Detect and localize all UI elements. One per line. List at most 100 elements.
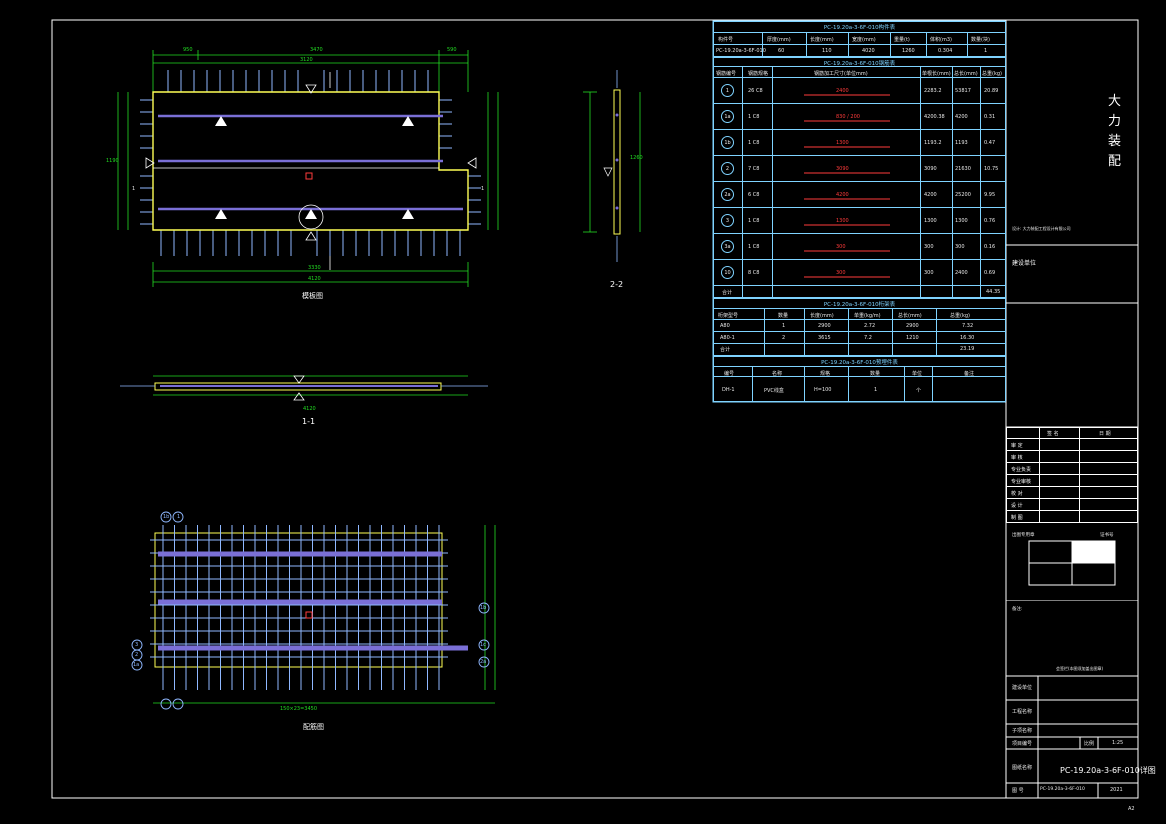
rebar-shape-dim: 830 / 200: [836, 114, 860, 120]
rebar-total-length: 21630: [955, 166, 971, 172]
rebar-number-circle: 10: [721, 266, 734, 279]
section-mark-1-right: 1: [481, 186, 485, 192]
t3-h5: 总重(kg): [950, 313, 970, 319]
truss-table: PC-19.20a-3-6F-010桁架表 桁架型号 数量 长度(mm) 单重(…: [713, 298, 1006, 356]
signature-role: 专业负责: [1011, 467, 1032, 473]
rebar-length: 1193.2: [924, 140, 942, 146]
t3-r1c4: 1210: [906, 335, 919, 341]
t3-h4: 总长(mm): [898, 313, 922, 319]
t3-h1: 数量: [778, 313, 789, 319]
rebar-number-circle: 1b: [721, 136, 734, 149]
rebar-table-title: PC-19.20a-3-6F-010钢筋表: [823, 61, 896, 67]
t2-h1: 钢筋规格: [748, 71, 769, 77]
t2-h2: 钢筋加工尺寸(单位mm): [814, 71, 868, 77]
rebar-total-length: 53817: [955, 88, 971, 94]
t1-h0: 构件号: [718, 37, 734, 43]
rebar-row: 1 26 C8 2400 2283.2 53817 20.89: [714, 78, 1005, 104]
dim-overall-bottom: 3330: [308, 265, 321, 271]
section-1-1: [120, 375, 488, 401]
signature-row: 专业审核: [1007, 474, 1137, 486]
rebar-spec: 1 C8: [748, 218, 760, 224]
rebar-weight: 0.76: [984, 218, 996, 224]
rebar-tag-right-2a: 2a: [480, 659, 487, 665]
rebar-length: 3090: [924, 166, 937, 172]
t1-c6: 1: [984, 48, 988, 54]
stamp-code: 证书号: [1100, 533, 1114, 538]
t4-c0: DH-1: [722, 387, 735, 393]
t1-c1: 60: [778, 48, 785, 54]
t1-c0: PC-19.20a-3-6F-010: [716, 48, 766, 54]
embedded-parts-table: PC-19.20a-3-6F-010预埋件表 编号 名称 规格 数量 单位 备注…: [713, 356, 1006, 402]
t3-r0c3: 2.72: [864, 323, 876, 329]
dim-bottom: 4120: [308, 276, 321, 282]
rebar-length: 2283.2: [924, 88, 942, 94]
rebar-tag-right-1c: 1c: [480, 642, 486, 648]
section-mark-1-left: 1: [132, 186, 136, 192]
signature-row: 设 计: [1007, 498, 1137, 510]
rebar-total-length: 4200: [955, 114, 968, 120]
rebar-tag-1: 1: [177, 514, 181, 520]
t4-h1: 名称: [772, 371, 783, 377]
rebar-number-circle: 1: [721, 84, 734, 97]
rebar-spec: 1 C8: [748, 244, 760, 250]
rebar-length: 300: [924, 270, 934, 276]
section-1-label: 1-1: [302, 417, 316, 426]
rebar-number-circle: 2: [721, 162, 734, 175]
t4-c3: 1: [874, 387, 878, 393]
rebar-number-circle: 2a: [721, 188, 734, 201]
rebar-dim: 150×23=3450: [280, 706, 318, 712]
signature-row: 制 图: [1007, 510, 1137, 522]
signature-role: 设 计: [1011, 503, 1023, 509]
t3-r1c0: A80-1: [720, 335, 735, 341]
rebar-spec: 26 C8: [748, 88, 763, 94]
dim-top-1: 950: [183, 47, 193, 53]
rebar-weight: 0.69: [984, 270, 996, 276]
rebar-tag-2: 2: [135, 652, 139, 658]
t4-h5: 备注: [964, 371, 975, 377]
t1-h6: 数量(块): [971, 37, 990, 43]
rebar-total-length: 300: [955, 244, 965, 250]
t3-r1c1: 2: [782, 335, 786, 341]
sheet-size: A2: [1128, 806, 1135, 812]
t2-h5: 总重(kg): [982, 71, 1002, 77]
sheet-value: PC-19.20a-3-6F-010: [1040, 787, 1085, 792]
rebar-table: PC-19.20a-3-6F-010钢筋表 钢筋编号 钢筋规格 钢筋加工尺寸(单…: [713, 57, 1006, 298]
t3-r1c3: 7.2: [864, 335, 872, 341]
t4-h3: 数量: [870, 371, 881, 377]
rebar-shape-dim: 300: [836, 270, 846, 276]
t4-c4: 个: [916, 388, 922, 394]
t1-h1: 厚度(mm): [767, 37, 791, 43]
rebar-spec: 6 C8: [748, 192, 760, 198]
sign-header-date: 日 期: [1099, 431, 1111, 437]
design-company: 设计: 大力装配工程设计有限公司: [1012, 226, 1071, 231]
rebar-shape-sketches: [804, 94, 890, 278]
rebar-weight: 0.16: [984, 244, 996, 250]
drawing-title-label: 图纸名称: [1012, 765, 1033, 771]
t1-h4: 重量(t): [894, 37, 910, 43]
t4-c1: PVC线盒: [764, 388, 784, 394]
rebar-total-length: 25200: [955, 192, 971, 198]
rebar-shape-dim: 1300: [836, 218, 849, 224]
dim-top-3: 590: [447, 47, 457, 53]
t2-total-value: 44.35: [986, 289, 1001, 295]
t1-h5: 体积(m3): [930, 37, 952, 43]
note-text: 会签栏(本图须加盖出图章): [1056, 666, 1104, 671]
stage-label: 建设单位: [1012, 260, 1037, 267]
t2-h0: 钢筋编号: [716, 71, 737, 77]
t3-h3: 单重(kg/m): [854, 313, 881, 319]
rebar-tag-3: 3: [135, 642, 139, 648]
date-value: 2021: [1110, 787, 1123, 793]
rebar-weight: 20.89: [984, 88, 999, 94]
rebar-weight: 0.47: [984, 140, 996, 146]
stamp-grid: [1028, 540, 1116, 586]
rebar-view-label: 配筋图: [303, 723, 324, 731]
rebar-shape-dim: 2400: [836, 88, 849, 94]
field-subitem: 子项名称: [1012, 728, 1033, 734]
rebar-length: 4200: [924, 192, 937, 198]
rebar-total-length: 2400: [955, 270, 968, 276]
rebar-length: 4200.38: [924, 114, 945, 120]
